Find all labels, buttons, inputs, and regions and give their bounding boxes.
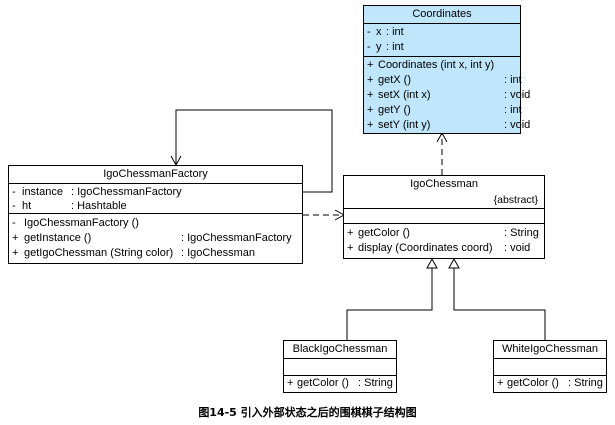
generalization-white-triangle bbox=[448, 257, 460, 269]
class-blackigochessman-name: BlackIgoChessman bbox=[284, 341, 396, 359]
operation-row: + setY (int y) : void bbox=[367, 119, 531, 131]
class-igochessmanfactory-attributes: - instance : IgoChessmanFactory - ht : H… bbox=[9, 184, 302, 214]
operation-row: + Coordinates (int x, int y) bbox=[367, 59, 495, 71]
class-igochessman-attributes bbox=[344, 209, 544, 224]
operation-row: + getColor () : String bbox=[497, 377, 603, 389]
operation-row: + getColor () : String bbox=[347, 227, 539, 239]
class-whiteigochessman-operations: + getColor () : String bbox=[494, 376, 606, 391]
class-whiteigochessman: WhiteIgoChessman + getColor () : String bbox=[493, 340, 607, 393]
operation-row: + getIgoChessman (String color) : IgoChe… bbox=[12, 247, 255, 259]
class-coordinates-attributes: - x : int - y : int bbox=[364, 24, 520, 57]
class-igochessmanfactory-operations: - IgoChessmanFactory () + getInstance ()… bbox=[9, 214, 302, 261]
generalization-white bbox=[453, 268, 546, 340]
class-whiteigochessman-name: WhiteIgoChessman bbox=[494, 341, 606, 359]
class-igochessman-header: IgoChessman {abstract} bbox=[344, 176, 544, 209]
class-igochessmanfactory-name: IgoChessmanFactory bbox=[9, 166, 302, 184]
class-igochessmanfactory: IgoChessmanFactory - instance : IgoChess… bbox=[8, 165, 303, 264]
class-igochessman-name: IgoChessman bbox=[410, 178, 478, 190]
operation-row: + display (Coordinates coord) : void bbox=[347, 242, 531, 254]
class-coordinates: Coordinates - x : int - y : int + Coordi… bbox=[363, 5, 531, 134]
operation-row: + getInstance () : IgoChessmanFactory bbox=[12, 232, 292, 244]
class-igochessman-operations: + getColor () : String + display (Coordi… bbox=[344, 224, 544, 256]
attribute-row: - x : int bbox=[367, 26, 404, 38]
operation-row: + getX () : int bbox=[367, 74, 522, 86]
class-blackigochessman: BlackIgoChessman + getColor () : String bbox=[283, 340, 397, 393]
figure-caption: 图14-5 引入外部状态之后的围棋棋子结构图 bbox=[198, 406, 417, 419]
generalization-black bbox=[346, 268, 433, 340]
class-coordinates-name: Coordinates bbox=[364, 6, 520, 24]
generalization-black-triangle bbox=[426, 257, 438, 269]
class-whiteigochessman-attributes bbox=[494, 359, 606, 376]
class-blackigochessman-attributes bbox=[284, 359, 396, 376]
factory-self-association bbox=[175, 109, 333, 193]
operation-row: - IgoChessmanFactory () bbox=[12, 217, 139, 229]
class-coordinates-operations: + Coordinates (int x, int y) + getX () :… bbox=[364, 57, 531, 134]
operation-row: + setX (int x) : void bbox=[367, 89, 531, 101]
attribute-row: - instance : IgoChessmanFactory bbox=[12, 186, 182, 198]
class-igochessman: IgoChessman {abstract} + getColor () : S… bbox=[343, 175, 545, 259]
attribute-row: - ht : Hashtable bbox=[12, 200, 127, 212]
operation-row: + getColor () : String bbox=[287, 377, 393, 389]
class-blackigochessman-operations: + getColor () : String bbox=[284, 376, 396, 391]
abstract-stereotype: {abstract} bbox=[493, 194, 538, 206]
operation-row: + getY () : int bbox=[367, 104, 522, 116]
attribute-row: - y : int bbox=[367, 41, 404, 53]
